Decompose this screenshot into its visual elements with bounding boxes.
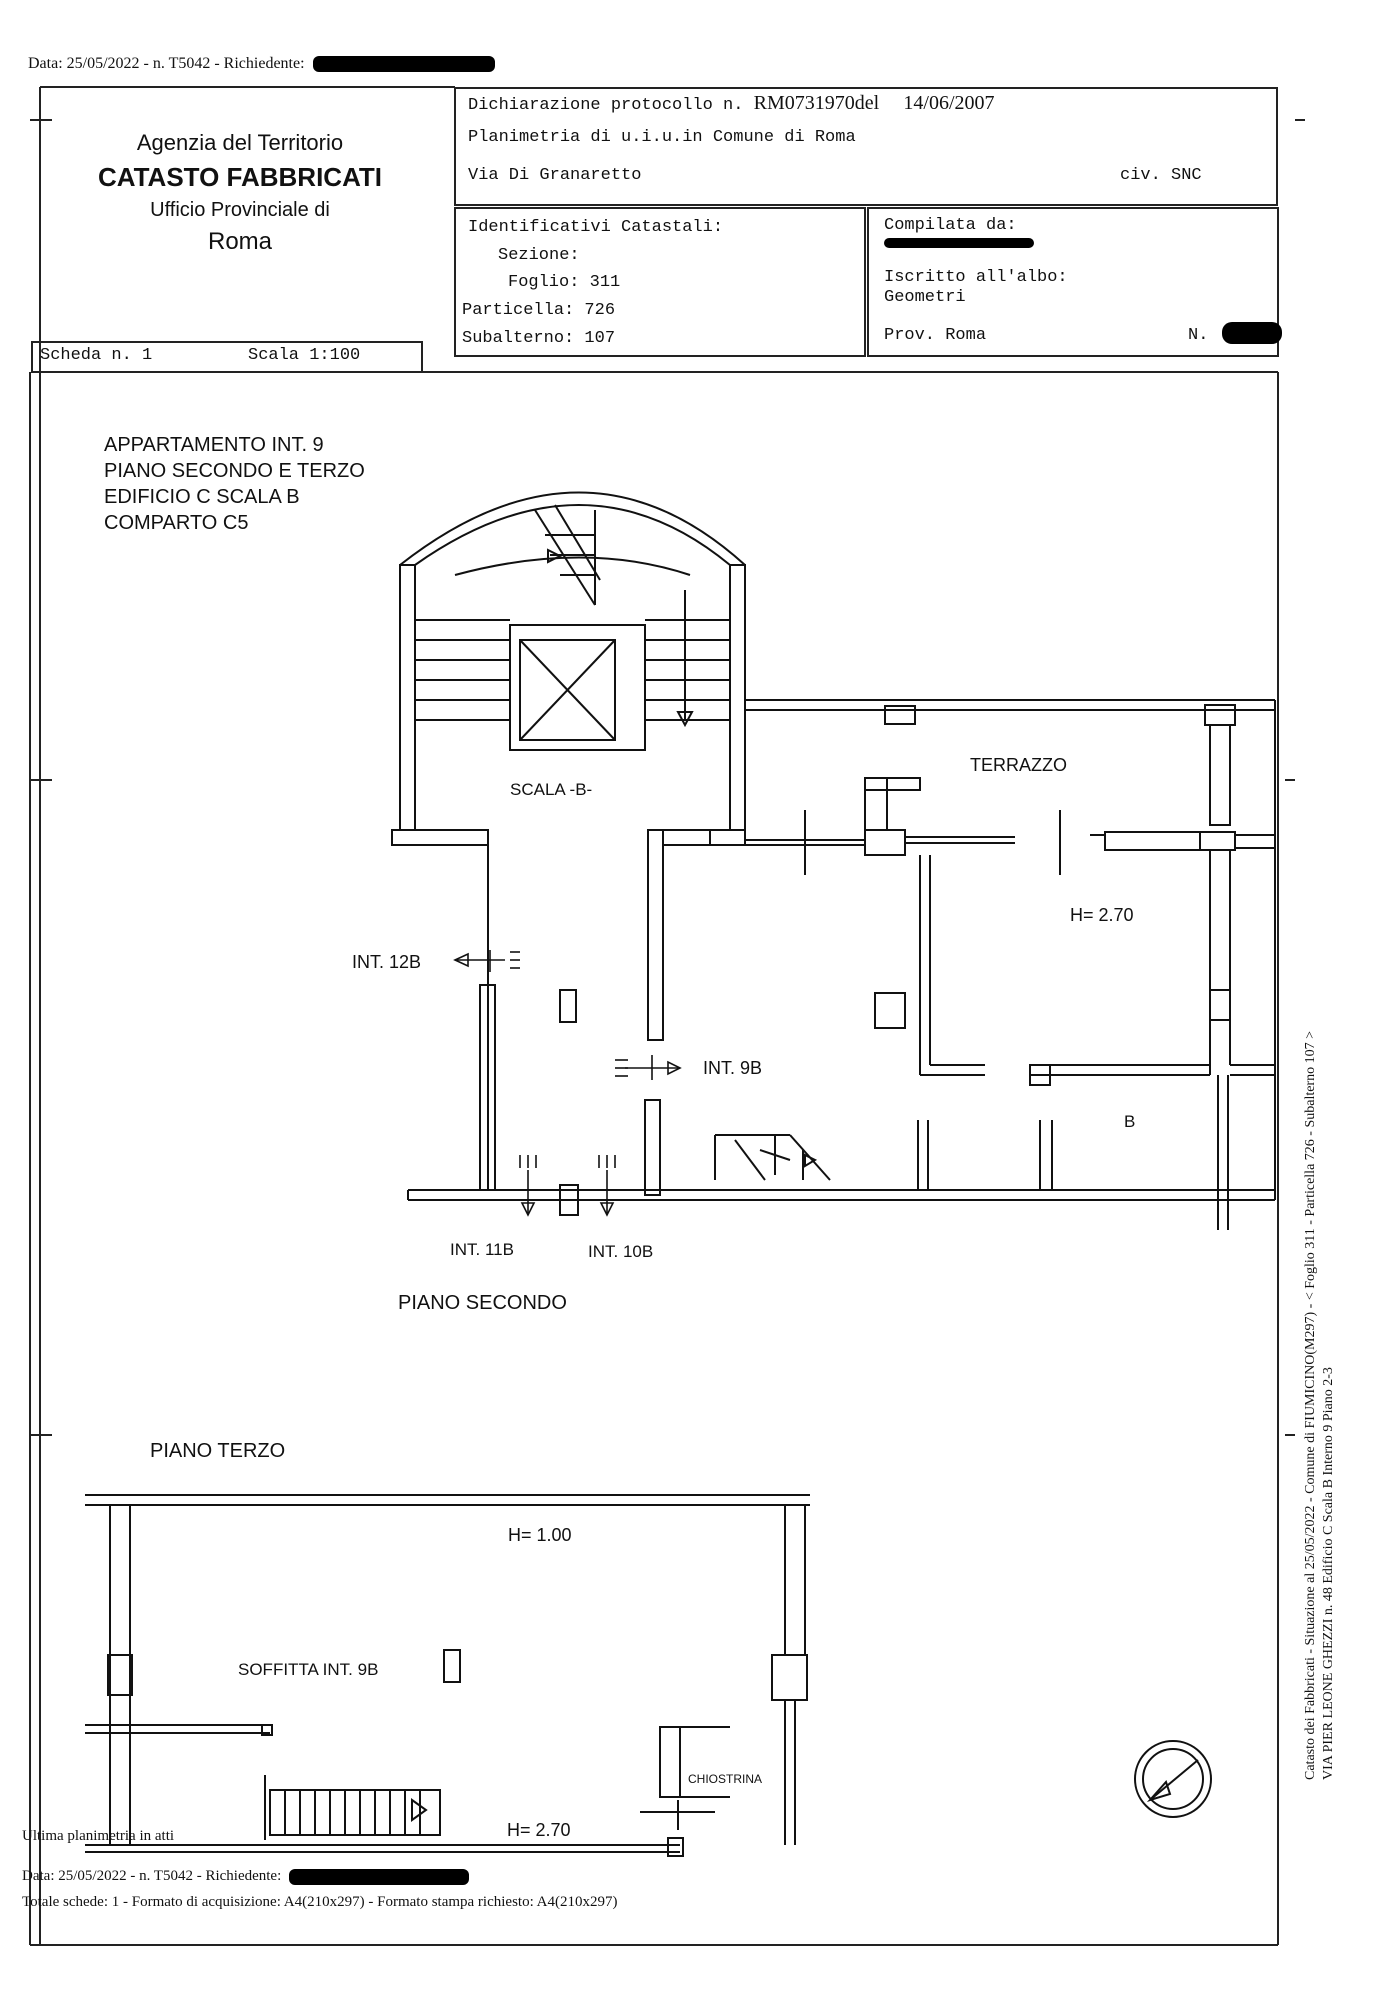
footer-data-line: Data: 25/05/2022 - n. T5042 - Richiedent… xyxy=(22,1868,470,1885)
albo-label: Iscritto all'albo: xyxy=(884,268,1068,287)
side-text-line-1: Catasto dei Fabbricati - Situazione al 2… xyxy=(1303,1031,1318,1780)
top-data-text: Data: 25/05/2022 - n. T5042 - Richiedent… xyxy=(28,55,305,72)
protocol-date: 14/06/2007 xyxy=(903,92,995,114)
plan-title: APPARTAMENTO INT. 9 PIANO SECONDO E TERZ… xyxy=(104,432,365,536)
label-height-100: H= 1.00 xyxy=(508,1525,572,1545)
protocol-label: Dichiarazione protocollo n. xyxy=(468,96,744,115)
identifiers-title: Identificativi Catastali: xyxy=(468,218,724,237)
civic-number: civ. SNC xyxy=(1120,166,1202,185)
label-int-11b: INT. 11B xyxy=(450,1240,514,1259)
scale-value: Scala 1:100 xyxy=(248,346,361,365)
label-terrazzo: TERRAZZO xyxy=(970,755,1067,775)
label-int-12b: INT. 12B xyxy=(352,952,422,972)
office-city: Roma xyxy=(207,228,273,255)
compiler-title: Compilata da: xyxy=(884,216,1017,235)
label-soffitta: SOFFITTA INT. 9B xyxy=(238,1660,379,1679)
foglio-value: Foglio: 311 xyxy=(508,273,621,292)
redacted-requester xyxy=(312,56,495,73)
footer-totale: Totale schede: 1 - Formato di acquisizio… xyxy=(22,1894,618,1910)
label-height-270: H= 2.70 xyxy=(1070,905,1134,925)
label-int-9b: INT. 9B xyxy=(703,1058,763,1078)
label-height-270-bottom: H= 2.70 xyxy=(507,1820,571,1840)
particella-value: Particella: 726 xyxy=(462,301,616,320)
profession-value: Geometri xyxy=(884,288,966,307)
agency-name: Agenzia del Territorio xyxy=(136,130,344,155)
office-label: Ufficio Provinciale di xyxy=(150,199,330,221)
subalterno-value: Subalterno: 107 xyxy=(462,329,616,348)
scheda-number: Scheda n. 1 xyxy=(40,346,153,365)
plan-title-line-4: COMPARTO C5 xyxy=(104,512,249,534)
registration-number-label: N. xyxy=(1188,326,1209,345)
redacted-registration-number xyxy=(1222,322,1282,344)
side-text-block: Catasto dei Fabbricati - Situazione al 2… xyxy=(1302,780,1338,1780)
label-piano-terzo: PIANO TERZO xyxy=(150,1440,286,1462)
street-address: Via Di Granaretto xyxy=(468,166,642,185)
plan-title-line-2: PIANO SECONDO E TERZO xyxy=(104,460,365,482)
label-int-10b: INT. 10B xyxy=(588,1242,654,1261)
footer-ultima: Ultima planimetria in atti xyxy=(22,1828,175,1844)
plan-title-line-1: APPARTAMENTO INT. 9 xyxy=(104,434,324,456)
footer-redacted-requester xyxy=(289,1868,470,1885)
redacted-compiler xyxy=(884,238,1034,248)
side-text-line-2: VIA PIER LEONE GHEZZI n. 48 Edificio C S… xyxy=(1321,1367,1336,1780)
label-scala-b: SCALA -B- xyxy=(510,780,593,799)
province-value: Prov. Roma xyxy=(884,326,987,345)
label-piano-secondo: PIANO SECONDO xyxy=(398,1292,567,1314)
plan-description: Planimetria di u.i.u.in Comune di Roma xyxy=(468,128,856,147)
label-chiostrina: CHIOSTRINA xyxy=(688,1772,763,1786)
label-room-b: B xyxy=(1124,1112,1136,1131)
plan-title-line-3: EDIFICIO C SCALA B xyxy=(104,486,300,508)
top-data-line: Data: 25/05/2022 - n. T5042 - Richiedent… xyxy=(28,55,495,73)
footer-data-text: Data: 25/05/2022 - n. T5042 - Richiedent… xyxy=(22,1868,282,1884)
sezione-label: Sezione: xyxy=(498,246,580,265)
north-arrow-icon xyxy=(1132,1738,1214,1820)
catasto-title: CATASTO FABBRICATI xyxy=(97,162,383,192)
protocol-number: RM0731970del xyxy=(753,92,880,114)
declaration-protocol: Dichiarazione protocollo n. RM0731970del… xyxy=(468,92,995,115)
agency-block: Agenzia del Territorio CATASTO FABBRICAT… xyxy=(80,130,400,256)
